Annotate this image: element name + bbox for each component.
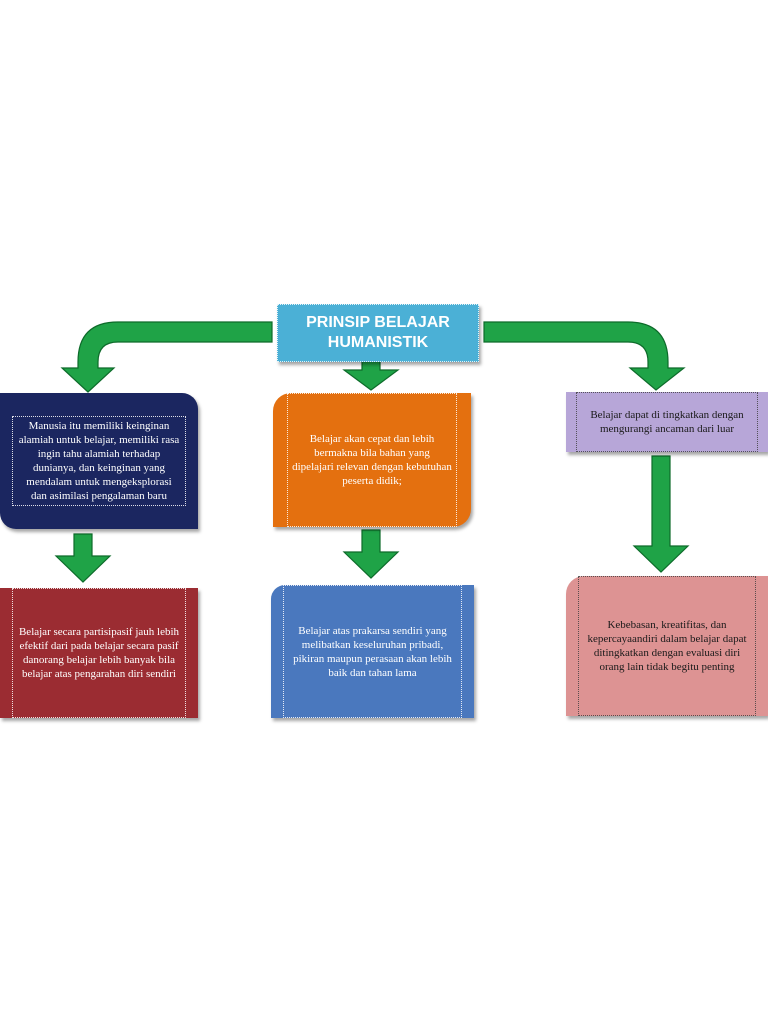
arrow-title-to-right bbox=[483, 321, 686, 391]
box-right-top: Belajar dapat di tingkatkan dengan mengu… bbox=[566, 392, 768, 452]
title-box: PRINSIP BELAJAR HUMANISTIK bbox=[277, 304, 479, 362]
title-text: PRINSIP BELAJAR HUMANISTIK bbox=[306, 314, 450, 351]
box-center-bottom: Belajar atas prakarsa sendiri yang melib… bbox=[271, 585, 474, 718]
box-center-bottom-text: Belajar atas prakarsa sendiri yang melib… bbox=[293, 624, 452, 679]
arrow-right-down bbox=[632, 455, 690, 573]
arrow-center-down bbox=[342, 529, 400, 579]
arrow-left-down bbox=[54, 533, 112, 583]
box-right-bottom-text: Kebebasan, kreatifitas, dan kepercayaand… bbox=[587, 619, 747, 673]
box-left-top: Manusia itu memiliki keinginan alamiah u… bbox=[0, 393, 198, 529]
arrow-title-to-left bbox=[60, 321, 273, 393]
box-right-top-text: Belajar dapat di tingkatkan dengan mengu… bbox=[590, 409, 744, 435]
box-left-bottom-text: Belajar secara partisipasif jauh lebih e… bbox=[18, 626, 180, 680]
arrow-title-to-center bbox=[342, 359, 400, 391]
box-left-bottom: Belajar secara partisipasif jauh lebih e… bbox=[0, 588, 198, 718]
box-left-top-text: Manusia itu memiliki keinginan alamiah u… bbox=[18, 420, 180, 502]
box-center-top: Belajar akan cepat dan lebih bermakna bi… bbox=[273, 393, 471, 527]
box-right-bottom: Kebebasan, kreatifitas, dan kepercayaand… bbox=[566, 576, 768, 716]
box-center-top-text: Belajar akan cepat dan lebih bermakna bi… bbox=[292, 433, 452, 487]
